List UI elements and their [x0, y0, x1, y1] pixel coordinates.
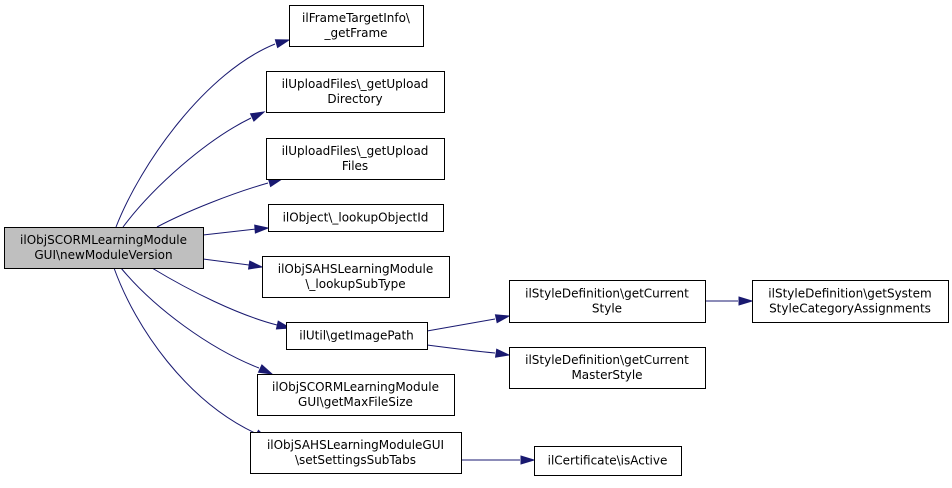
node-label-line: GUI\newModuleVersion	[34, 248, 172, 262]
node-label-line: StyleCategoryAssignments	[769, 302, 931, 316]
node-label-line: ilObjSAHSLearningModule	[278, 262, 433, 276]
edge-root-to-getUploadDirectory	[122, 111, 266, 228]
edge-line	[115, 43, 276, 228]
edge-root-to-getFrame	[115, 39, 291, 228]
edge-root-to-getMaxFileSize	[120, 267, 274, 375]
node-label-line: MasterStyle	[571, 368, 642, 382]
edge-line	[156, 182, 269, 228]
node-getSystemStyleCategoryAssignments[interactable]: ilStyleDefinition\getSystemStyleCategory…	[752, 280, 949, 323]
arrowhead	[257, 364, 274, 375]
node-label-line: ilObject\_lookupObjectId	[283, 211, 429, 225]
edge-setSettingsSubTabs-to-isActive	[460, 455, 536, 465]
nodes-layer: ilObjSCORMLearningModuleGUI\newModuleVer…	[4, 5, 949, 476]
edge-line	[426, 318, 496, 332]
node-root[interactable]: ilObjSCORMLearningModuleGUI\newModuleVer…	[4, 227, 204, 269]
node-label-line: ilStyleDefinition\getCurrent	[525, 353, 689, 367]
arrowhead	[249, 111, 266, 122]
node-label-line: ilObjSAHSLearningModuleGUI	[267, 438, 444, 452]
node-label-line: ilObjSCORMLearningModule	[272, 380, 439, 394]
node-box	[534, 446, 682, 476]
node-label-line: ilUploadFiles\_getUpload	[282, 144, 429, 158]
node-box	[257, 374, 455, 416]
node-setSettingsSubTabs[interactable]: ilObjSAHSLearningModuleGUI\setSettingsSu…	[250, 432, 462, 474]
node-label-line: ilFrameTargetInfo\	[302, 11, 411, 25]
node-isActive[interactable]: ilCertificate\isActive	[534, 446, 682, 476]
node-box	[266, 138, 445, 180]
node-getImagePath[interactable]: ilUtil\getImagePath	[286, 322, 428, 350]
edge-root-to-getUploadFiles	[156, 178, 284, 228]
node-label-line: Directory	[327, 92, 382, 106]
node-label-line: ilStyleDefinition\getCurrent	[525, 287, 689, 301]
node-lookupObjectId[interactable]: ilObject\_lookupObjectId	[268, 204, 444, 232]
edge-root-to-setSettingsSubTabs	[113, 267, 270, 441]
arrowhead	[247, 260, 264, 270]
edge-root-to-lookupSubType	[202, 258, 264, 270]
arrowhead	[494, 314, 511, 324]
node-box	[289, 5, 424, 47]
node-box	[266, 71, 445, 113]
node-box	[509, 347, 706, 389]
node-box	[4, 227, 204, 269]
node-label-line: ilObjSCORMLearningModule	[20, 233, 187, 247]
edge-line	[426, 344, 496, 354]
node-label-line: _getFrame	[323, 26, 387, 40]
node-label-line: ilUploadFiles\_getUpload	[282, 77, 429, 91]
edge-root-to-lookupObjectId	[202, 224, 270, 236]
node-box	[752, 280, 949, 323]
node-box	[509, 280, 706, 323]
arrowhead	[494, 348, 511, 358]
edge-line	[113, 267, 256, 434]
node-getMaxFileSize[interactable]: ilObjSCORMLearningModuleGUI\getMaxFileSi…	[257, 374, 455, 416]
arrowhead	[254, 224, 270, 234]
node-box	[262, 256, 450, 298]
edge-line	[202, 228, 257, 236]
node-box	[268, 204, 444, 232]
edge-getImagePath-to-getCurrentMasterStyle	[426, 344, 511, 358]
edge-line	[120, 267, 260, 369]
node-box	[250, 432, 462, 474]
node-label-line: Style	[592, 302, 622, 316]
node-box	[286, 322, 428, 350]
edge-line	[202, 258, 250, 266]
edge-getImagePath-to-getCurrentStyle	[426, 314, 511, 332]
edge-getCurrentStyle-to-getSystemStyleCategoryAssignments	[704, 296, 754, 306]
node-label-line: GUI\getMaxFileSize	[298, 395, 413, 409]
edge-line	[151, 267, 278, 326]
node-label-line: ilUtil\getImagePath	[299, 329, 414, 343]
node-label-line: \_lookupSubType	[305, 277, 405, 291]
arrowhead	[274, 39, 291, 49]
node-label-line: \setSettingsSubTabs	[295, 453, 416, 467]
node-lookupSubType[interactable]: ilObjSAHSLearningModule\_lookupSubType	[262, 256, 450, 298]
arrowhead	[520, 455, 536, 465]
node-label-line: ilCertificate\isActive	[548, 454, 668, 468]
node-getFrame[interactable]: ilFrameTargetInfo\_getFrame	[289, 5, 424, 47]
node-label-line: ilStyleDefinition\getSystem	[768, 287, 931, 301]
node-label-line: Files	[342, 159, 368, 173]
edge-line	[122, 117, 252, 228]
arrowhead	[738, 296, 754, 306]
